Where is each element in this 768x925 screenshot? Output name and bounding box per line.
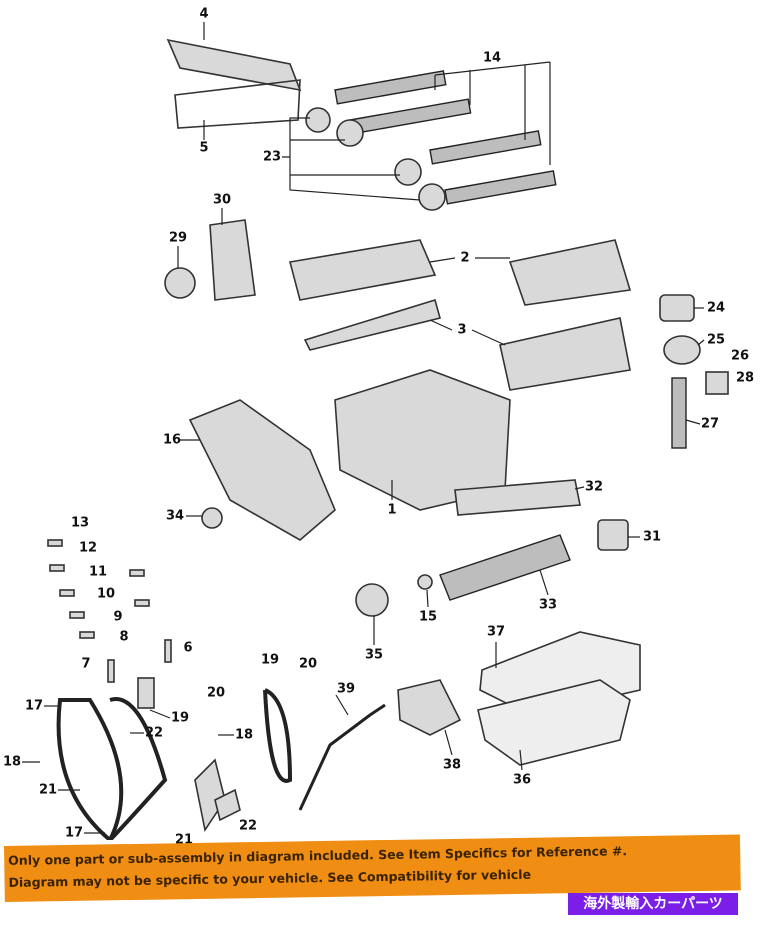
callout-label: 34 <box>165 508 185 524</box>
callout-label: 11 <box>88 564 108 580</box>
oil-pump <box>397 679 462 736</box>
seal-34 <box>201 507 223 529</box>
callout-label: 13 <box>70 515 90 531</box>
timing-chain-left <box>56 698 124 840</box>
callout-label: 22 <box>238 818 258 834</box>
callout-label: 39 <box>336 681 356 697</box>
timing-chain-19 <box>263 688 293 783</box>
seal-29 <box>164 267 196 299</box>
valvetrain-small-parts <box>47 539 172 709</box>
connecting-rod <box>671 377 687 449</box>
callout-label: 19 <box>260 652 280 668</box>
callout-label: 20 <box>298 656 318 672</box>
oil-pickup <box>298 703 386 811</box>
callout-label: 21 <box>38 782 58 798</box>
timing-chain-right <box>108 697 168 840</box>
callout-label: 3 <box>457 322 467 338</box>
valve-cover-gasket <box>174 79 301 129</box>
callout-label: 36 <box>512 772 532 788</box>
thrust-bearing <box>597 519 629 551</box>
callout-label: 29 <box>168 230 188 246</box>
callout-label: 28 <box>735 370 755 386</box>
piston <box>663 335 701 365</box>
camshafts <box>305 70 557 211</box>
callout-label: 31 <box>642 529 662 545</box>
callout-label: 26 <box>730 348 750 364</box>
callout-label: 17 <box>64 825 84 841</box>
callout-label: 14 <box>482 50 502 66</box>
watermark-label: 海外製輸入カーパーツ <box>568 893 738 915</box>
callout-label: 32 <box>584 479 604 495</box>
callout-label: 19 <box>170 710 190 726</box>
callout-label: 4 <box>199 6 209 22</box>
crank-sprocket <box>417 574 433 590</box>
callout-label: 25 <box>706 332 726 348</box>
callout-label: 38 <box>442 757 462 773</box>
callout-label: 18 <box>2 754 22 770</box>
bearing-28 <box>705 371 729 395</box>
callout-label: 37 <box>486 624 506 640</box>
callout-label: 2 <box>460 250 470 266</box>
callout-label: 15 <box>418 609 438 625</box>
callout-label: 33 <box>538 597 558 613</box>
callout-label: 12 <box>78 540 98 556</box>
callout-label: 18 <box>234 727 254 743</box>
callout-label: 35 <box>364 647 384 663</box>
damper-pulley <box>355 583 389 617</box>
disclaimer-banner: Only one part or sub-assembly in diagram… <box>4 834 741 902</box>
piston-rings <box>659 294 695 322</box>
callout-label: 1 <box>387 502 397 518</box>
cylinder-head-right <box>508 239 632 306</box>
cylinder-head-left <box>289 239 437 301</box>
callout-label: 24 <box>706 300 726 316</box>
leader-lines <box>22 22 705 834</box>
callout-label: 30 <box>212 192 232 208</box>
callout-label: 17 <box>24 698 44 714</box>
front-cover <box>188 399 336 541</box>
callout-label: 27 <box>700 416 720 432</box>
timing-cover-plate <box>209 219 256 301</box>
crankshaft <box>439 534 571 601</box>
callout-label: 22 <box>144 725 164 741</box>
callout-label: 16 <box>162 432 182 448</box>
callout-label: 5 <box>199 140 209 156</box>
callout-label: 9 <box>113 609 123 625</box>
callout-label: 23 <box>262 149 282 165</box>
head-gasket-right <box>499 317 631 391</box>
oil-pan-lower <box>477 679 631 766</box>
head-gasket-left <box>303 298 441 351</box>
engine-parts-diagram <box>22 22 729 840</box>
callout-label: 7 <box>81 656 91 672</box>
chain-guide-22b <box>214 788 241 822</box>
callout-label: 20 <box>206 685 226 701</box>
callout-label: 6 <box>183 640 193 656</box>
main-bearings <box>454 479 581 516</box>
callout-label: 10 <box>96 586 116 602</box>
callout-label: 8 <box>119 629 129 645</box>
